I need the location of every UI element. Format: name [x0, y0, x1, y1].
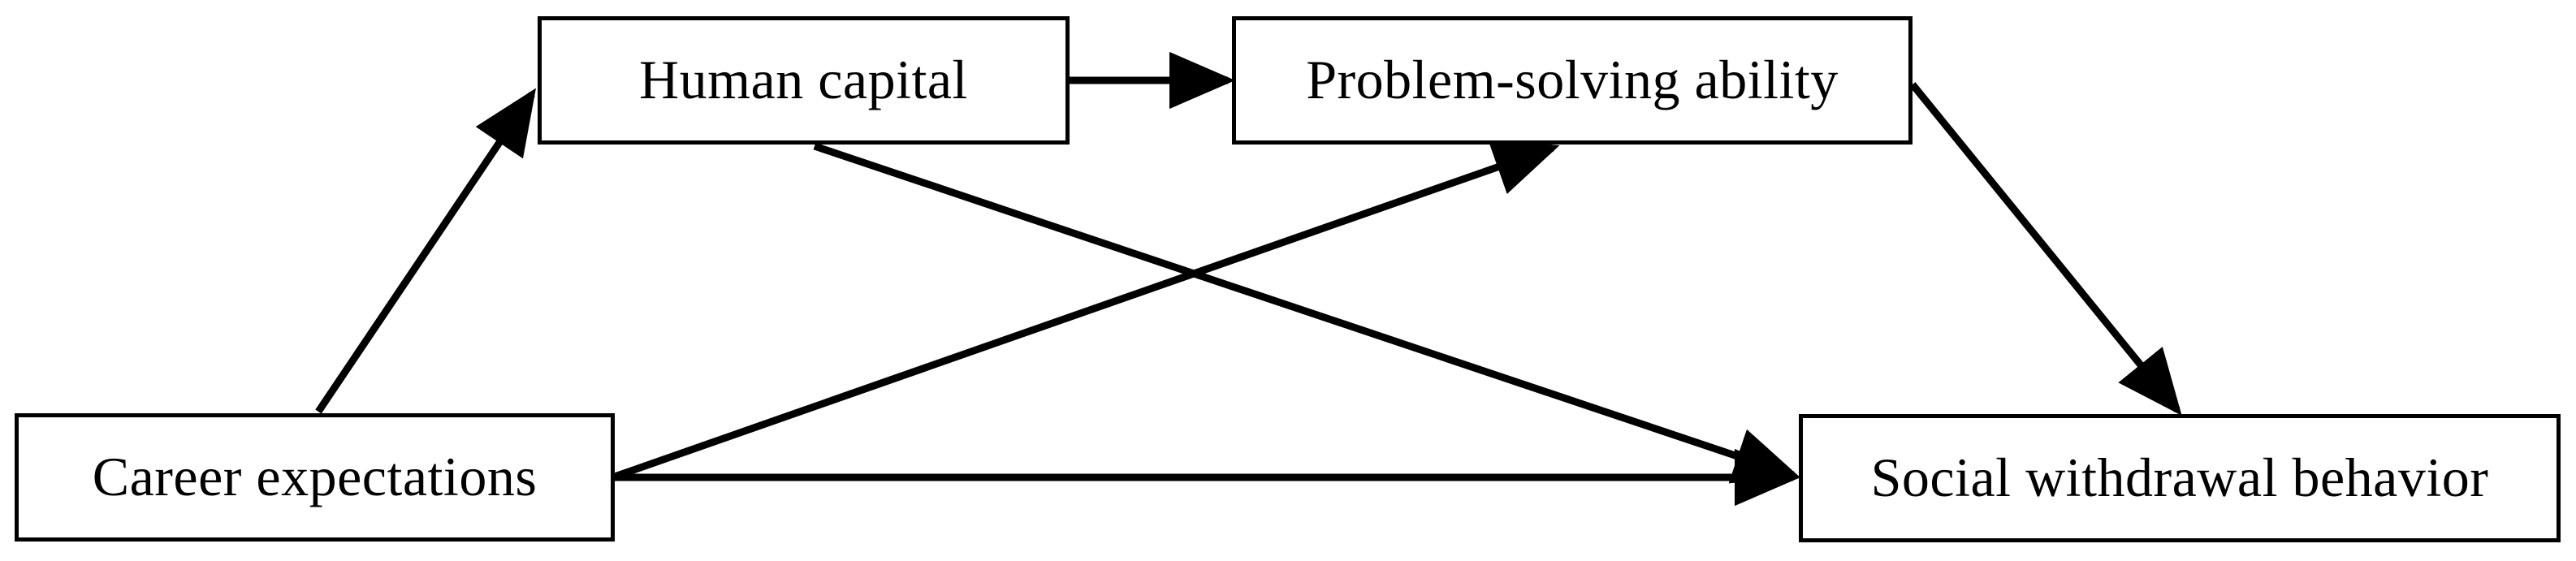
node-problem-solving-ability[interactable]: Problem-solving ability — [1232, 16, 1913, 145]
edge-human-capital-to-social-withdrawal — [813, 142, 1800, 484]
edge-problem-solving-to-social-withdrawal — [1909, 82, 2182, 416]
edge-career-expectations-to-problem-solving — [613, 140, 1560, 481]
node-social-withdrawal-behavior-label: Social withdrawal behavior — [1870, 447, 2489, 509]
node-career-expectations-label: Career expectations — [92, 446, 538, 508]
node-career-expectations[interactable]: Career expectations — [15, 413, 615, 542]
node-social-withdrawal-behavior[interactable]: Social withdrawal behavior — [1799, 414, 2561, 542]
node-human-capital[interactable]: Human capital — [538, 16, 1070, 145]
node-problem-solving-ability-label: Problem-solving ability — [1306, 49, 1839, 111]
edge-career-expectations-to-human-capital — [315, 88, 537, 414]
node-human-capital-label: Human capital — [639, 49, 968, 111]
